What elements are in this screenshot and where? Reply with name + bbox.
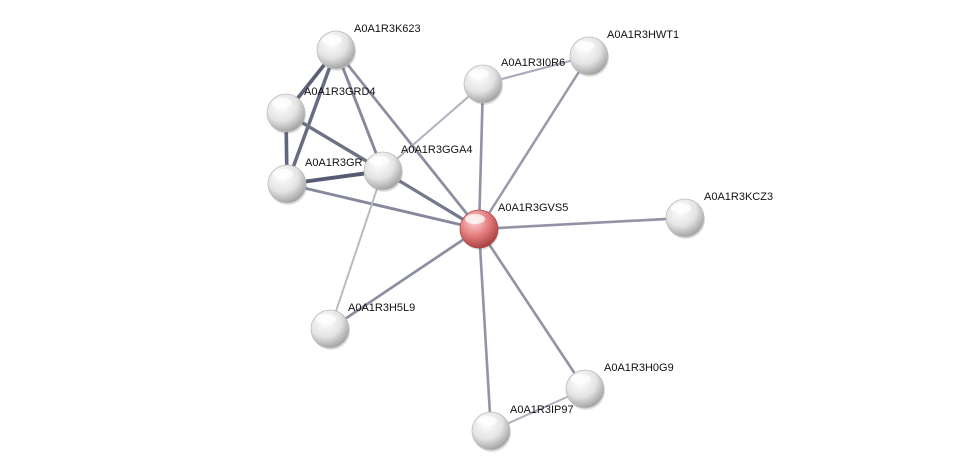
node-highlight <box>273 169 293 179</box>
edge-gga4-i0r6[interactable] <box>382 83 484 172</box>
edge-gga4-h5l9[interactable] <box>329 170 384 330</box>
node-a0a1r3kcz3[interactable]: A0A1R3KCZ3 <box>665 191 773 239</box>
edge-i0r6-a0a1r3gvs5[interactable] <box>477 82 485 231</box>
node-label: A0A1R3HWT1 <box>607 29 679 41</box>
edge-h5l9-a0a1r3gvs5[interactable] <box>328 227 481 331</box>
node-a0a1r3hwt1[interactable]: A0A1R3HWT1 <box>569 29 679 77</box>
edge-hwt1-a0a1r3gvs5[interactable] <box>477 54 591 231</box>
node-highlight <box>477 416 497 426</box>
node-label: A0A1R3H0G9 <box>604 362 674 374</box>
node-highlight <box>575 41 595 51</box>
node-a0a1r3ip97[interactable]: A0A1R3IP97 <box>471 404 574 452</box>
node-a0a1r3h5l9[interactable]: A0A1R3H5L9 <box>310 302 415 350</box>
edge-a0a1r3gr-a0a1r3gvs5[interactable] <box>285 182 481 231</box>
edge-kcz3-a0a1r3gvs5[interactable] <box>477 216 687 231</box>
node-label: A0A1R3H5L9 <box>348 302 415 314</box>
node-highlight <box>272 98 292 108</box>
node-label: A0A1R3GVS5 <box>498 202 568 214</box>
edge-h0g9-a0a1r3gvs5[interactable] <box>477 227 587 391</box>
node-highlight <box>571 374 591 384</box>
node-label: A0A1R3GR <box>305 157 363 169</box>
node-highlight <box>316 314 336 324</box>
node-highlight <box>465 214 485 224</box>
node-label: A0A1R3I0R6 <box>501 57 565 69</box>
node-a0a1r3gvs5[interactable]: A0A1R3GVS5 <box>459 202 568 250</box>
edge-a0a1r3k623-a0a1r3gr[interactable] <box>285 48 338 186</box>
node-label: A0A1R3IP97 <box>510 404 574 416</box>
node-label: A0A1R3KCZ3 <box>704 191 773 203</box>
node-highlight <box>469 69 489 79</box>
edge-ip97-a0a1r3gvs5[interactable] <box>477 227 493 433</box>
node-a0a1r3grd4[interactable]: A0A1R3GRD4 <box>266 86 376 134</box>
edge-a0a1r3k623-a0a1r3gvs5[interactable] <box>334 48 481 231</box>
node-highlight <box>671 203 691 213</box>
node-a0a1r3i0r6[interactable]: A0A1R3I0R6 <box>463 57 565 105</box>
node-a0a1r3h0g9[interactable]: A0A1R3H0G9 <box>565 362 674 410</box>
node-highlight <box>369 156 389 166</box>
node-label: A0A1R3GRD4 <box>304 86 376 98</box>
node-highlight <box>322 35 342 45</box>
edge-a0a1r3k623-gga4[interactable] <box>334 48 385 173</box>
node-a0a1r3gga4[interactable]: A0A1R3GGA4 <box>363 144 473 192</box>
node-a0a1r3gr[interactable]: A0A1R3GR <box>267 157 363 205</box>
node-a0a1r3k623[interactable]: A0A1R3K623 <box>316 23 421 71</box>
node-label: A0A1R3K623 <box>354 23 421 35</box>
node-label: A0A1R3GGA4 <box>401 144 473 156</box>
